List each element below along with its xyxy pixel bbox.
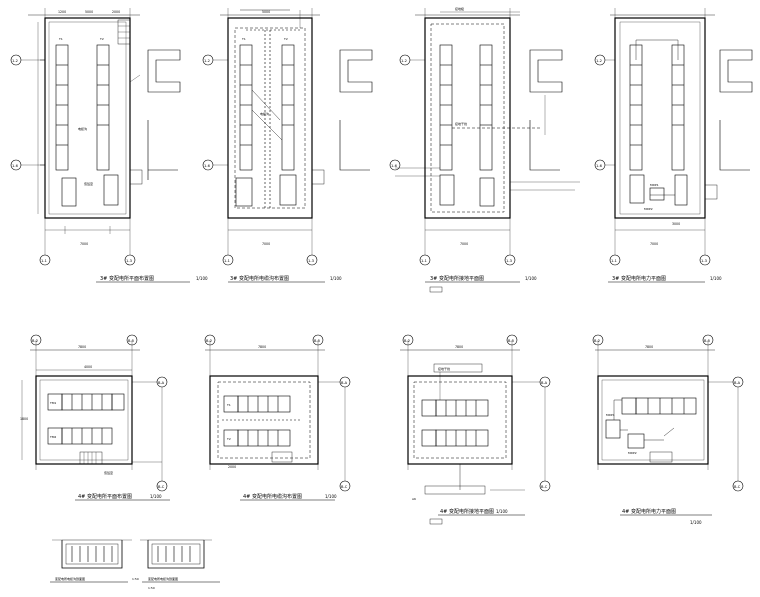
plan-4-grounding-caption: 4# 变配电所接地平面图 xyxy=(440,508,494,515)
axis-bubble-label: B-2 xyxy=(206,339,212,343)
plan-3-power: 3# 变配电所电力平面图 1/100 1-2 1-6 1-1 1-3 7000 … xyxy=(594,8,753,283)
axis-bubble-label: 1-3 xyxy=(126,259,132,263)
axis-bubble-label: 1-2 xyxy=(596,59,602,63)
dimension-text: 7000 xyxy=(460,242,468,246)
plan-3-layout-scale: 1/100 xyxy=(196,276,208,281)
axis-bubble-label: 1-3 xyxy=(308,259,314,263)
equipment-label: T2 xyxy=(226,437,231,441)
equipment-label: 接地极 xyxy=(455,6,464,11)
dimension-text: 1800 xyxy=(20,417,28,421)
axis-bubble-label: 1-2 xyxy=(12,59,18,63)
equipment-label: 电缆沟 xyxy=(260,111,269,116)
axis-bubble-label: B-5 xyxy=(314,339,320,343)
plan-3-grounding-scale: 1/100 xyxy=(525,276,537,281)
axis-bubble-label: B-C xyxy=(341,485,348,489)
axis-bubble-label: 1-3 xyxy=(701,259,707,263)
equipment-label: TM1 xyxy=(49,401,56,405)
equipment-label: T1 xyxy=(226,403,231,407)
axis-bubble-label: 1-2 xyxy=(204,59,210,63)
axis-bubble-label: 1-1 xyxy=(611,259,617,263)
plan-3-cable-trench: 3# 变配电所电缆沟布置图 1/100 1-2 1-6 1-1 1-3 7000… xyxy=(202,8,373,283)
section-1-caption: 变配电所电缆沟剖面图 xyxy=(55,576,85,581)
plan-4-layout-caption: 4# 变配电所平面布置图 xyxy=(78,493,132,500)
axis-bubble-label: B-2 xyxy=(404,339,410,343)
equipment-label: T2 xyxy=(99,37,104,41)
equipment-label: T1 xyxy=(241,37,246,41)
equipment-label: 接地干线 xyxy=(455,121,467,126)
plan-3-power-caption: 3# 变配电所电力平面图 xyxy=(612,275,666,282)
dimension-text: 3000 xyxy=(672,222,680,226)
equipment-label: A6 xyxy=(412,497,416,501)
plan-3-power-scale: 1/100 xyxy=(710,276,722,281)
dimension-text: 2000 xyxy=(112,10,120,14)
plan-3-layout-caption: 3# 变配电所平面布置图 xyxy=(100,275,154,282)
axis-bubble-label: 1-6 xyxy=(12,164,19,168)
equipment-label: MDP2 xyxy=(628,451,637,455)
section-1-scale: 1:50 xyxy=(132,577,139,581)
dimension-text: 7800 xyxy=(645,345,653,349)
dimension-text: 7000 xyxy=(80,242,88,246)
plan-4-layout: 4# 变配电所平面布置图 1/100 B-2 B-5 B-A B-C 7800 … xyxy=(20,334,170,501)
plan-4-grounding-scale: 1/100 xyxy=(496,509,508,514)
dimension-text: 7000 xyxy=(650,242,658,246)
plan-3-grounding: 3# 变配电所接地平面图 1/100 1-2 1-6 1-1 1-3 7000 … xyxy=(389,6,580,293)
equipment-label: 接地干线 xyxy=(438,366,450,371)
axis-bubble-label: B-A xyxy=(734,381,741,385)
section-2-caption: 变配电所电缆沟剖面图 xyxy=(148,576,178,581)
axis-bubble-label: B-C xyxy=(158,485,165,489)
plan-4-grounding: 4# 变配电所接地平面图 1/100 B-2 B-5 B-A B-C 7800 … xyxy=(400,334,551,525)
plan-4-trench-scale: 1/100 xyxy=(325,494,337,499)
dimension-text: 2000 xyxy=(228,465,236,469)
plan-4-power-scale: 1/100 xyxy=(690,520,702,525)
axis-bubble-label: 1-6 xyxy=(391,164,398,168)
equipment-label: T1 xyxy=(58,37,63,41)
plan-4-power-caption: 4# 变配电所电力平面图 xyxy=(622,508,676,515)
axis-bubble-label: 1-6 xyxy=(596,164,603,168)
plan-4-cable-trench: 4# 变配电所电缆沟布置图 1/100 B-2 B-5 B-A B-C 7800… xyxy=(204,334,351,501)
axis-bubble-label: B-5 xyxy=(508,339,514,343)
axis-bubble-label: B-C xyxy=(541,485,548,489)
equipment-label: 值班室 xyxy=(84,181,93,186)
dimension-text: 7800 xyxy=(258,345,266,349)
dimension-text: 7800 xyxy=(78,345,86,349)
dimension-text: 1200 xyxy=(58,10,66,14)
axis-bubble-label: B-C xyxy=(734,485,741,489)
dimension-text: 5000 xyxy=(262,10,270,14)
axis-bubble-label: 1-2 xyxy=(401,59,407,63)
axis-bubble-label: B-5 xyxy=(128,339,134,343)
axis-bubble-label: B-5 xyxy=(704,339,710,343)
equipment-label: MDP2 xyxy=(644,207,653,211)
equipment-label: 电缆沟 xyxy=(78,126,87,131)
plan-4-layout-scale: 1/100 xyxy=(150,494,162,499)
axis-bubble-label: 1-1 xyxy=(41,259,47,263)
axis-bubble-label: 1-6 xyxy=(204,164,211,168)
plan-3-layout: 3# 变配电所平面布置图 1/100 1-2 1-6 1-1 1-3 1200 … xyxy=(10,8,208,283)
plan-4-power: 4# 变配电所电力平面图 1/100 B-2 B-5 B-A B-C 7800 … xyxy=(592,334,744,525)
axis-bubble-label: B-2 xyxy=(32,339,38,343)
axis-bubble-label: B-A xyxy=(541,381,548,385)
dimension-text: 7000 xyxy=(262,242,270,246)
plan-3-trench-caption: 3# 变配电所电缆沟布置图 xyxy=(230,275,289,282)
equipment-label: MDP1 xyxy=(650,183,659,187)
section-2-scale: 1:50 xyxy=(148,586,155,590)
trench-section-1: 变配电所电缆沟剖面图 1:50 xyxy=(50,539,139,583)
dimension-text: 7800 xyxy=(455,345,463,349)
trench-section-2: 变配电所电缆沟剖面图 1:50 xyxy=(140,539,220,590)
equipment-label: 值班室 xyxy=(104,470,113,475)
axis-bubble-label: 1-3 xyxy=(506,259,512,263)
equipment-label: TM2 xyxy=(49,435,56,439)
equipment-label: MDP1 xyxy=(606,413,615,417)
plan-3-trench-scale: 1/100 xyxy=(330,276,342,281)
axis-bubble-label: 1-1 xyxy=(421,259,427,263)
axis-bubble-label: B-2 xyxy=(594,339,600,343)
axis-bubble-label: B-A xyxy=(341,381,348,385)
axis-bubble-label: 1-1 xyxy=(224,259,230,263)
plan-3-grounding-caption: 3# 变配电所接地平面图 xyxy=(430,275,484,282)
dimension-text: 5000 xyxy=(85,10,93,14)
axis-bubble-label: B-A xyxy=(158,381,165,385)
equipment-label: T2 xyxy=(283,37,288,41)
dimension-text: 4000 xyxy=(84,365,92,369)
plan-4-trench-caption: 4# 变配电所电缆沟布置图 xyxy=(243,493,302,500)
